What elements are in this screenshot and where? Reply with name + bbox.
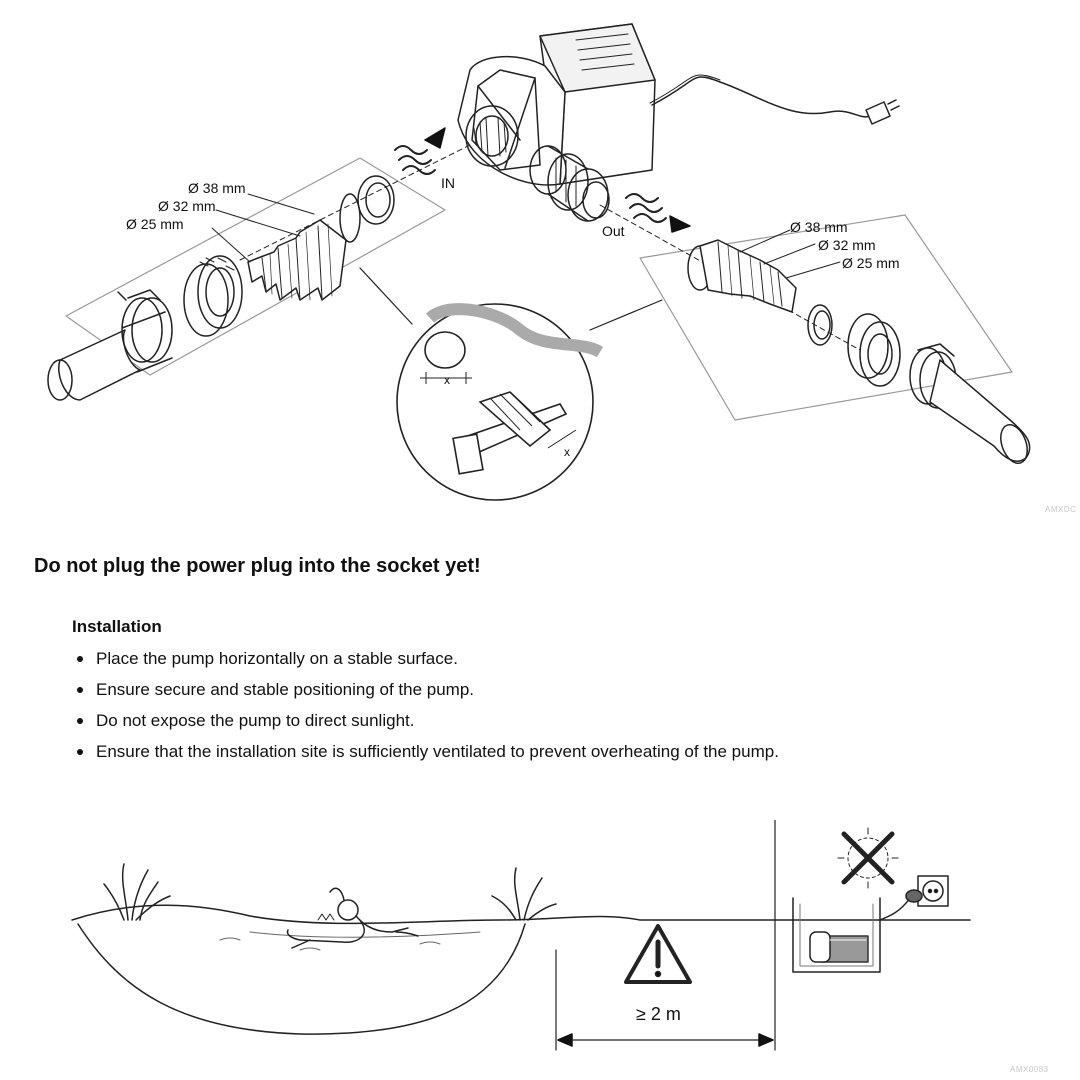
- reeds-left-icon: [103, 863, 171, 921]
- flow-arrow-out: [625, 193, 667, 223]
- figure-code-top: AMXDC: [1045, 505, 1076, 514]
- swimmer-icon: [286, 887, 419, 949]
- reeds-right-icon: [491, 867, 557, 921]
- hose-connection-illustration: IN Out Ø 38 mm Ø 32 mm Ø 25 mm Ø 38 mm Ø…: [47, 23, 1076, 514]
- left-hose-clamp: [117, 289, 173, 363]
- left-union-nut: [183, 255, 243, 337]
- installation-heading: Installation: [72, 617, 162, 636]
- cutting-detail-circle: [396, 303, 604, 501]
- left-hose: [47, 311, 173, 401]
- flow-arrow-in: [394, 145, 436, 175]
- power-plug-icon: [905, 889, 923, 903]
- right-stepped-nozzle: [687, 239, 797, 313]
- pump-enclosure: [792, 897, 881, 973]
- right-seal-ring: [807, 304, 833, 346]
- dimension-x-nozzle: x: [564, 445, 570, 459]
- list-item: Do not expose the pump to direct sunligh…: [72, 705, 1072, 736]
- wall-socket-icon: [917, 875, 949, 907]
- power-plug: [865, 99, 900, 125]
- installation-section: Installation Place the pump horizontally…: [72, 617, 1072, 767]
- label-in: IN: [441, 175, 455, 191]
- pump-body: [457, 23, 656, 222]
- no-sunlight-icon: [837, 827, 899, 889]
- warning-triangle-icon: [624, 924, 692, 984]
- distance-label: ≥ 2 m: [636, 1004, 681, 1024]
- pond-basin: [77, 923, 526, 1035]
- right-parts-panel: [639, 214, 1013, 421]
- power-cable: [651, 76, 871, 118]
- right-union-nut: [847, 313, 901, 387]
- dimension-x-hose: x: [444, 373, 450, 387]
- list-item: Place the pump horizontally on a stable …: [72, 643, 1072, 674]
- right-size-25: Ø 25 mm: [842, 255, 900, 271]
- left-stepped-nozzle: [247, 193, 361, 301]
- right-size-32: Ø 32 mm: [818, 237, 876, 253]
- list-item: Ensure that the installation site is suf…: [72, 736, 1072, 767]
- list-item: Ensure secure and stable positioning of …: [72, 674, 1072, 705]
- right-size-38: Ø 38 mm: [790, 219, 848, 235]
- left-size-38: Ø 38 mm: [188, 180, 246, 196]
- left-size-32: Ø 32 mm: [158, 198, 216, 214]
- right-hose: [929, 359, 1031, 464]
- pond-distance-illustration: ≥ 2 m AMX0083: [71, 820, 1049, 1074]
- left-size-25: Ø 25 mm: [126, 216, 184, 232]
- label-out: Out: [602, 223, 625, 239]
- pump-icon: [809, 931, 869, 963]
- figure-code-bottom: AMX0083: [1010, 1065, 1049, 1074]
- power-plug-warning: Do not plug the power plug into the sock…: [34, 555, 481, 577]
- left-seal-ring: [357, 175, 395, 225]
- installation-list: Place the pump horizontally on a stable …: [72, 643, 1072, 767]
- ground-line: [71, 904, 971, 925]
